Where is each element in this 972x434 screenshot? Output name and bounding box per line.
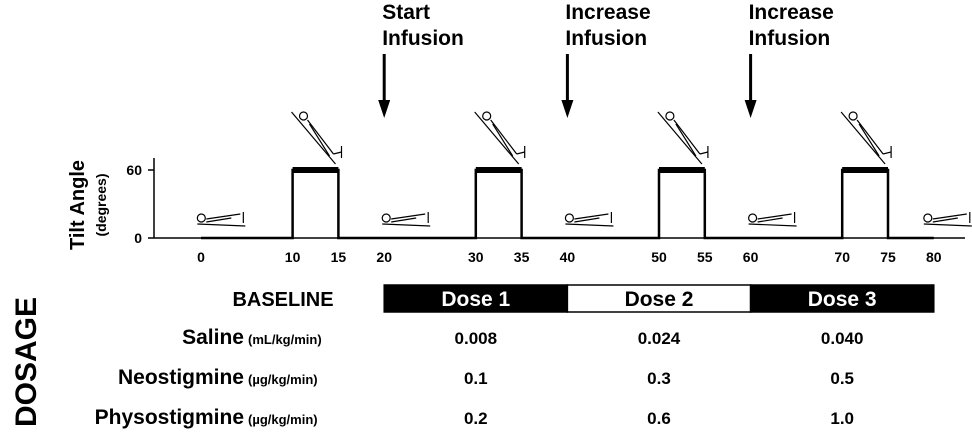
drug-unit: (µg/kg/min) [248, 412, 318, 427]
dose-value: 0.024 [638, 329, 681, 348]
x-axis-ticks: 0 10 15 20 30 35 40 50 55 60 70 75 80 [197, 249, 942, 265]
annotation-line2: Infusion [565, 27, 647, 50]
annotation-line2: Infusion [749, 27, 831, 50]
annotation-line1: Increase [749, 1, 834, 24]
dose-value: 1.0 [830, 409, 854, 428]
dose-value: 0.5 [830, 369, 854, 388]
infusion-arrow-head [744, 100, 757, 118]
x-tick-label: 80 [926, 249, 942, 265]
dose-value: 0.008 [455, 329, 498, 348]
supine-body-icon [196, 212, 246, 227]
tilt-periods [292, 167, 888, 173]
tilt-plateau-bar [292, 167, 339, 173]
supine-body-icon [923, 212, 972, 227]
drug-name: Physostigmine [95, 406, 244, 429]
y-axis-sublabel: (degrees) [93, 173, 109, 236]
dose-value: 0.040 [821, 329, 864, 348]
dose-bar [749, 284, 935, 313]
tilted-body-icon [840, 111, 892, 165]
x-tick-label: 0 [197, 249, 205, 265]
tilt-plateau-bar [659, 167, 705, 173]
dose-label: Dose 3 [808, 288, 877, 311]
x-tick-label: 10 [285, 249, 301, 265]
annotation-line1: Start [382, 1, 430, 24]
dose-bars: Dose 1 Dose 2 Dose 3 [383, 284, 935, 313]
supine-body-icon [564, 212, 614, 227]
tilted-body-icon [291, 111, 343, 165]
tilt-angle-trace [201, 168, 934, 240]
annotation-line1: Increase [565, 1, 650, 24]
tilt-plateau-bar [842, 167, 888, 173]
y-axis-ticks: 60 0 [126, 162, 154, 246]
dose-value: 0.2 [464, 409, 488, 428]
drug-name: Neostigmine [118, 366, 244, 389]
x-tick-label: 40 [560, 249, 576, 265]
drug-unit: (mL/kg/min) [248, 332, 322, 347]
tilted-body-icon [474, 111, 526, 165]
infusion-arrow-head [561, 100, 574, 118]
x-tick-label: 30 [468, 249, 484, 265]
tilted-body-icon [657, 111, 709, 165]
x-tick-label: 75 [880, 249, 896, 265]
x-tick-label: 60 [743, 249, 759, 265]
y-tick-label: 0 [134, 230, 142, 246]
infusion-arrow-head [378, 100, 391, 118]
x-tick-label: 35 [514, 249, 530, 265]
dose-bar [566, 284, 752, 313]
drug-unit: (µg/kg/min) [248, 372, 318, 387]
dose-table: Saline (mL/kg/min) 0.008 0.024 0.040Neostigm… [95, 326, 864, 429]
dose-value: 0.6 [647, 409, 671, 428]
x-tick-label: 50 [651, 249, 667, 265]
annotation-line2: Infusion [382, 27, 464, 50]
x-tick-label: 70 [834, 249, 850, 265]
supine-body-icon [381, 212, 431, 227]
supine-body-icon [747, 212, 797, 227]
x-tick-label: 20 [376, 249, 392, 265]
dosage-title: DOSAGE [10, 297, 43, 427]
x-tick-label: 15 [331, 249, 347, 265]
body-position-icons [196, 111, 972, 227]
dose-value: 0.3 [647, 369, 671, 388]
y-axis-label-group: Tilt Angle (degrees) [67, 160, 109, 250]
tilt-plateau-bar [475, 167, 522, 173]
y-tick-label: 60 [126, 162, 142, 178]
x-tick-label: 55 [697, 249, 713, 265]
dose-value: 0.1 [464, 369, 488, 388]
drug-name: Saline [182, 326, 244, 349]
dose-label: Dose 2 [625, 288, 694, 311]
dose-label: Dose 1 [441, 288, 510, 311]
baseline-label: BASELINE [232, 289, 333, 311]
dose-bar [383, 284, 569, 313]
y-axis-label: Tilt Angle [67, 160, 89, 250]
